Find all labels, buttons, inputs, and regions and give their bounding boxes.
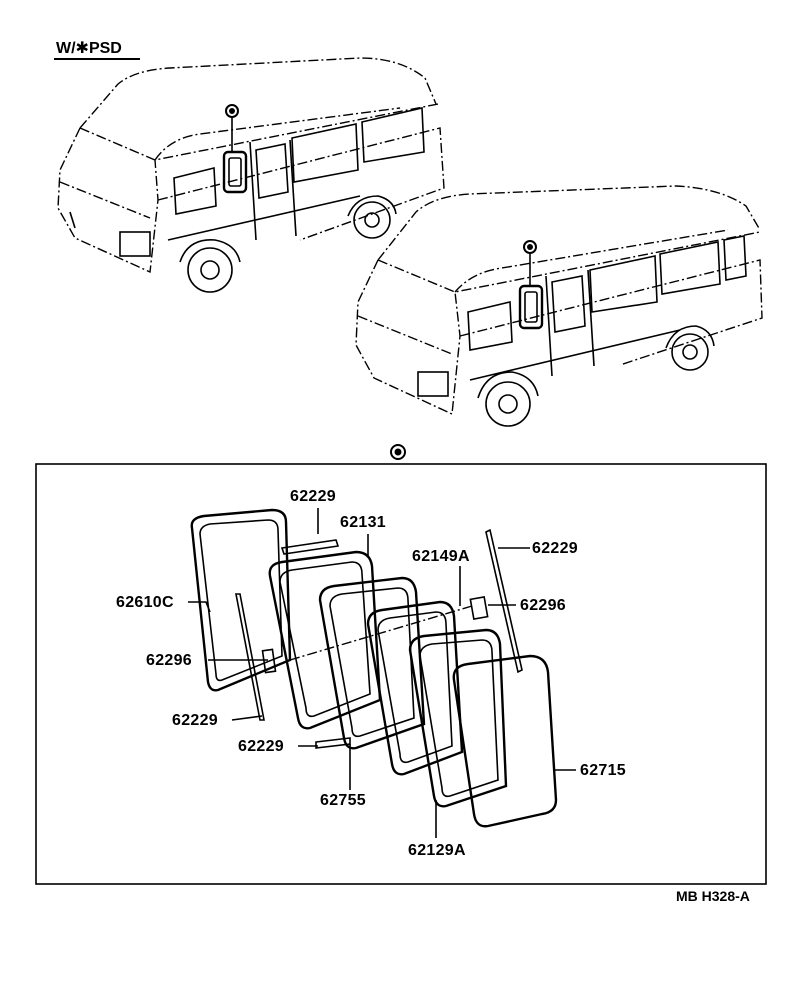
van-illustration-lower xyxy=(355,185,763,427)
part-62296-right-label: 62296 xyxy=(520,597,566,614)
heading-underline xyxy=(54,58,140,60)
part-62229-right-label: 62229 xyxy=(532,540,578,557)
part-62610C-label: 62610C xyxy=(116,594,174,611)
part-62149A-label: 62149A xyxy=(412,548,470,565)
part-62129A-label: 62129A xyxy=(408,842,466,859)
part-62131-label: 62131 xyxy=(340,514,386,531)
drawing-code: MB H328-A xyxy=(676,888,750,904)
exploded-parts xyxy=(188,508,576,838)
part-62229-left-label: 62229 xyxy=(172,712,218,729)
variant-heading: W/✱PSD xyxy=(56,40,122,57)
detail-frame xyxy=(35,463,767,885)
part-62715-label: 62715 xyxy=(580,762,626,779)
part-62296-left-label: 62296 xyxy=(146,652,192,669)
part-62229-top-label: 62229 xyxy=(290,488,336,505)
van-illustration-upper xyxy=(57,57,445,293)
part-62755-label: 62755 xyxy=(320,792,366,809)
part-62229-bottom-label: 62229 xyxy=(238,738,284,755)
